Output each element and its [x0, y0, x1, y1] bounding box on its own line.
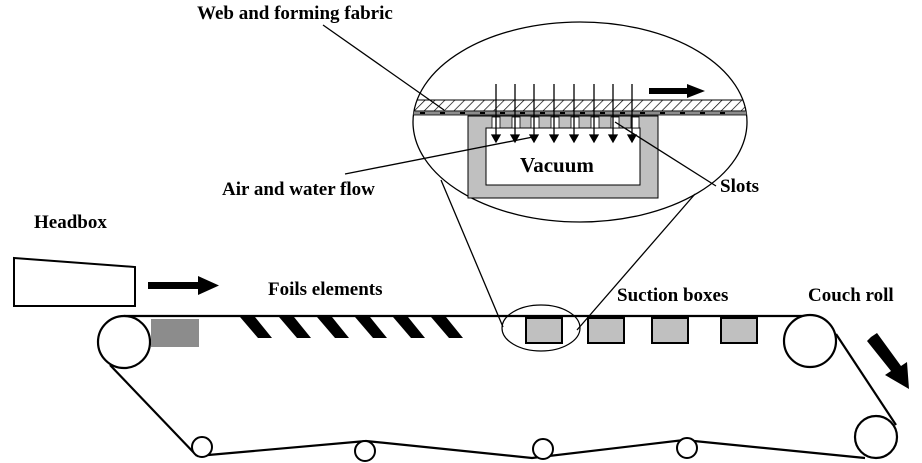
foil-elements — [240, 317, 463, 338]
suction-boxes — [525, 317, 758, 344]
forming-fabric-loop — [109, 314, 897, 460]
flow-direction-arrow — [148, 276, 219, 295]
foil — [355, 317, 387, 338]
foils-label: Foils elements — [268, 279, 383, 300]
suction-box — [651, 317, 689, 344]
fabric-dots — [420, 112, 725, 114]
suction-box — [525, 317, 563, 344]
couch-roll-label: Couch roll — [808, 285, 894, 306]
air-water-leader — [344, 136, 534, 175]
suction-box — [720, 317, 758, 344]
breast-roll — [96, 314, 152, 370]
suction-boxes-label: Suction boxes — [617, 285, 728, 306]
exit-arrow — [867, 333, 909, 389]
foil — [317, 317, 349, 338]
callout-lines — [322, 24, 717, 331]
air-water-label: Air and water flow — [222, 179, 375, 200]
foil — [279, 317, 311, 338]
flow-arrows — [490, 84, 638, 144]
foil — [393, 317, 425, 338]
foil — [431, 317, 463, 338]
slots-leader — [614, 121, 717, 187]
foil — [240, 317, 272, 338]
detail-source-ellipse — [501, 304, 581, 352]
direction-arrow-detail — [649, 84, 705, 98]
guide-roller — [191, 436, 213, 458]
headbox — [13, 256, 136, 307]
web-layer — [413, 99, 747, 112]
forming-board — [151, 319, 199, 347]
web-fabric-leader — [322, 24, 445, 111]
return-roll — [853, 414, 899, 460]
slots-label: Slots — [720, 176, 759, 197]
guide-rollers — [191, 436, 698, 462]
detail-magnifier: Vacuum — [412, 21, 748, 223]
guide-roller — [532, 438, 554, 460]
guide-roller — [354, 440, 376, 462]
web-fabric-label: Web and forming fabric — [197, 3, 393, 24]
headbox-label: Headbox — [34, 212, 107, 233]
guide-roller — [676, 437, 698, 459]
vacuum-label: Vacuum — [520, 153, 594, 177]
couch-roll — [782, 313, 838, 369]
suction-box — [587, 317, 625, 344]
